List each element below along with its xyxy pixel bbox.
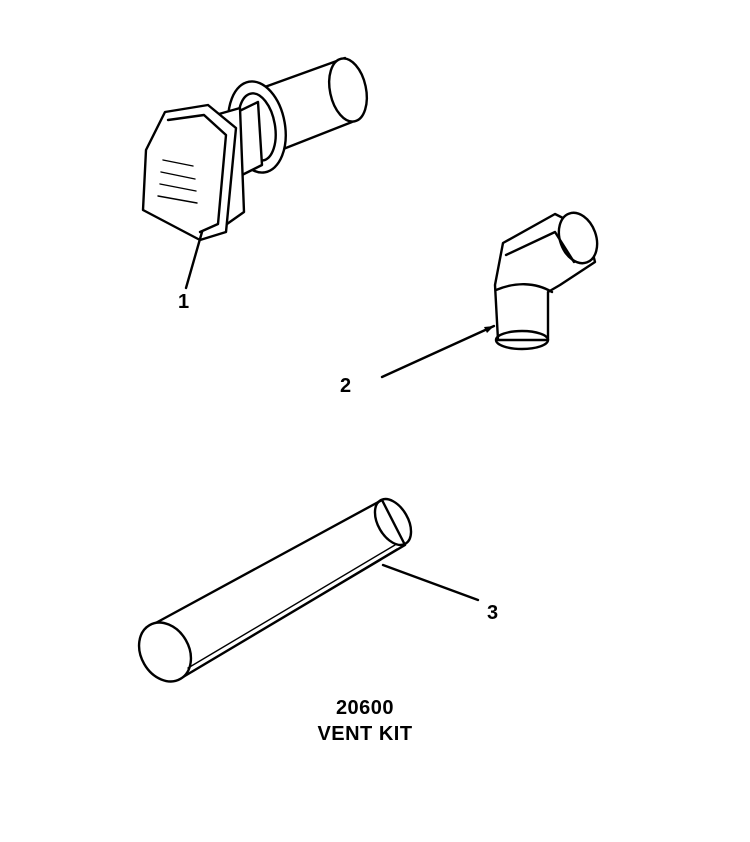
exhaust-hood-part [141,56,369,290]
callout-2: 2 [340,375,352,397]
straight-pipe-part [137,497,480,683]
elbow-part [380,211,599,379]
kit-number: 20600 [335,697,395,719]
callout-3: 3 [487,602,499,624]
callout-1: 1 [178,291,190,313]
kit-name: VENT KIT [317,723,413,745]
